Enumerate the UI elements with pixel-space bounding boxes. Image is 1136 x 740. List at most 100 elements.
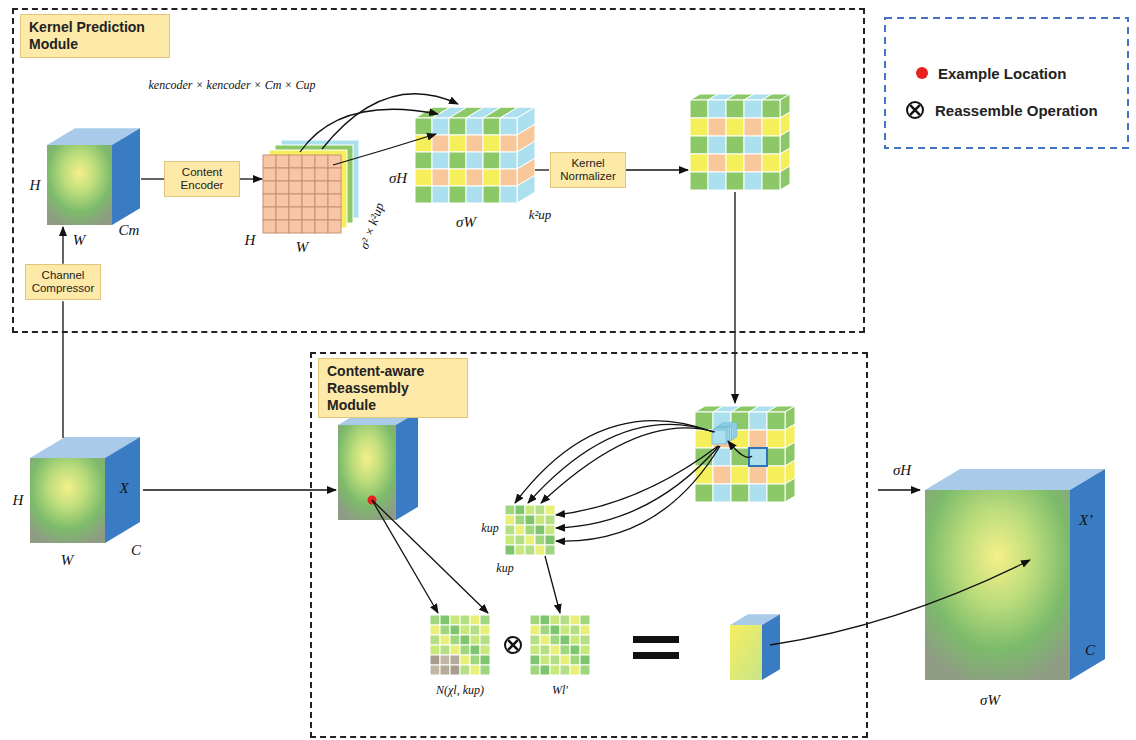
math-label: X’ [1079, 512, 1093, 529]
grid-cell [483, 135, 500, 152]
legend-swatch [916, 67, 928, 79]
grid-cell [525, 545, 535, 555]
grid-cell [460, 625, 470, 635]
grid-cell [505, 505, 515, 515]
flow-arrow [541, 428, 715, 503]
grid-cell [744, 172, 762, 190]
grid-cell [470, 615, 480, 625]
grid-cell [726, 172, 744, 190]
grid-cell [708, 136, 726, 154]
grid-cell [450, 625, 460, 635]
grid-cell [535, 535, 545, 545]
grid-cell [515, 505, 525, 515]
grid-cell [328, 207, 341, 220]
grid-cell [302, 194, 315, 207]
grid-cell [449, 186, 466, 203]
grid-cell [744, 154, 762, 172]
grid-cell [535, 515, 545, 525]
grid-cell [530, 655, 540, 665]
grid-cell [415, 152, 432, 169]
process-box: Content Encoder [164, 161, 240, 197]
process-label: Kernel Normalizer [560, 157, 616, 182]
grid-cell [530, 645, 540, 655]
grid-cell [483, 118, 500, 135]
grid-cell [560, 665, 570, 675]
grid-cell [540, 665, 550, 675]
math-label: kup [481, 521, 498, 536]
grid-cell [302, 168, 315, 181]
grid-cell [430, 665, 440, 675]
grid-cell [515, 535, 525, 545]
grid-cell [289, 181, 302, 194]
module-heading: Content-aware Reassembly Module [318, 358, 468, 418]
flow-arrow [734, 192, 735, 403]
grid-cell [515, 545, 525, 555]
process-box: Channel Compressor [25, 264, 101, 300]
grid-cell [276, 181, 289, 194]
grid-cell [525, 515, 535, 525]
grid-cell [560, 615, 570, 625]
cube-side [105, 437, 140, 543]
grid-cell [440, 645, 450, 655]
grid-cell [263, 181, 276, 194]
grid-cell [500, 152, 517, 169]
math-label: σH [893, 462, 911, 479]
flow-arrow [141, 178, 164, 179]
grid-cell [415, 118, 432, 135]
flow-arrow [556, 446, 719, 528]
grid-cell [505, 515, 515, 525]
flow-arrow [333, 134, 436, 165]
grid-cell [570, 615, 580, 625]
grid-cell [315, 181, 328, 194]
grid-cell [289, 155, 302, 168]
grid-cell [276, 168, 289, 181]
grid-cell [540, 615, 550, 625]
flow-arrow [143, 489, 336, 490]
grid-cell [500, 118, 517, 135]
legend-text: Reassemble Operation [935, 102, 1098, 119]
grid-cell [450, 615, 460, 625]
grid-cell [744, 100, 762, 118]
reassemble-symbol [508, 640, 518, 650]
grid-cell [762, 100, 780, 118]
legend-item: Example Location [912, 63, 1066, 83]
math-label: kencoder × kencoder × Cm × Cup [149, 78, 316, 93]
grid-cell [690, 172, 708, 190]
reassemble-symbol [505, 637, 521, 653]
grid-cell [470, 645, 480, 655]
flow-arrow [728, 441, 752, 457]
equals-sign [633, 636, 679, 643]
grid-cell [767, 484, 785, 502]
module-heading: Kernel Prediction Module [20, 14, 170, 58]
grid-cell [695, 430, 713, 448]
grid-cell [505, 545, 515, 555]
math-label: C [131, 542, 141, 559]
grid-cell [315, 155, 328, 168]
grid-cell [276, 155, 289, 168]
math-label: N(χl, kup) [436, 683, 484, 698]
flow-arrow [535, 169, 549, 170]
grid-cell [289, 168, 302, 181]
grid-cell [749, 412, 767, 430]
grid-cell [540, 645, 550, 655]
grid-cell [460, 615, 470, 625]
grid-cell [535, 505, 545, 515]
grid-cell [460, 635, 470, 645]
grid-cell [731, 466, 749, 484]
grid-cell [762, 154, 780, 172]
grid-cell [430, 615, 440, 625]
grid-cell [466, 169, 483, 186]
grid-cell [690, 118, 708, 136]
grid-cell [450, 665, 460, 675]
math-label: W [61, 552, 74, 569]
grid-cell [530, 635, 540, 645]
math-label: H [245, 232, 256, 249]
flow-arrow [556, 446, 720, 541]
grid-cell [726, 118, 744, 136]
grid-cell [315, 220, 328, 233]
grid-cell [470, 625, 480, 635]
cube-side [112, 128, 140, 225]
grid-cell [767, 448, 785, 466]
grid-cell [483, 169, 500, 186]
grid-cell [470, 665, 480, 675]
